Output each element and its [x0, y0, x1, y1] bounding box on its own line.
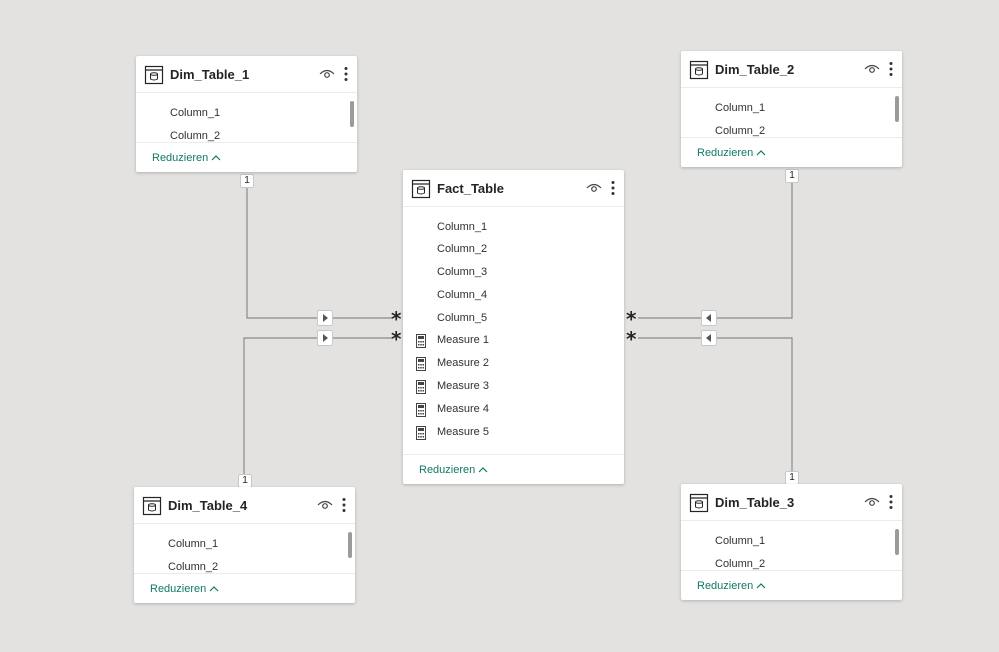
column-item[interactable]: Column_5 [437, 312, 488, 324]
table-card-dim4[interactable]: Dim_Table_4 Column_1 Column_2 Reduzieren [134, 487, 355, 603]
more-options-icon[interactable] [888, 494, 894, 510]
table-icon [144, 65, 164, 85]
column-item[interactable]: Column_1 [715, 535, 766, 547]
scrollbar[interactable] [895, 529, 899, 555]
triangle-left-icon [706, 334, 711, 342]
chevron-up-icon [478, 467, 488, 473]
chevron-up-icon [756, 583, 766, 589]
calculator-icon [416, 334, 426, 348]
calculator-icon [416, 403, 426, 417]
measure-item[interactable]: Measure 4 [437, 403, 489, 415]
more-options-icon[interactable] [610, 180, 616, 196]
collapse-label: Reduzieren [152, 152, 209, 164]
column-item[interactable]: Column_1 [437, 221, 488, 233]
collapse-label: Reduzieren [419, 464, 476, 476]
calculator-icon [416, 426, 426, 440]
table-title: Dim_Table_2 [715, 62, 795, 77]
relationship-line-dim3 [638, 337, 793, 471]
collapse-link[interactable]: Reduzieren [697, 580, 766, 592]
chevron-up-icon [211, 155, 221, 161]
collapse-link[interactable]: Reduzieren [697, 147, 766, 159]
chevron-up-icon [756, 150, 766, 156]
measure-item[interactable]: Measure 5 [437, 426, 489, 438]
eye-icon[interactable] [864, 63, 880, 75]
column-item[interactable]: Column_1 [168, 538, 219, 550]
more-options-icon[interactable] [341, 497, 347, 513]
triangle-right-icon [323, 314, 328, 322]
relationship-line-dim1 [246, 186, 392, 319]
divider [681, 570, 902, 571]
direction-arrow-dim4[interactable] [317, 330, 333, 346]
column-item[interactable]: Column_2 [437, 243, 488, 255]
column-item[interactable]: Column_4 [437, 289, 488, 301]
table-icon [689, 493, 709, 513]
table-card-dim1[interactable]: Dim_Table_1 Column_1 Column_2 Reduzieren [136, 56, 357, 172]
column-item[interactable]: Column_3 [437, 266, 488, 278]
column-item[interactable]: Column_2 [715, 125, 766, 137]
table-card-header[interactable]: Fact_Table [403, 170, 624, 207]
measure-item[interactable]: Measure 3 [437, 380, 489, 392]
divider [134, 573, 355, 574]
measure-item[interactable]: Measure 2 [437, 357, 489, 369]
table-icon [689, 60, 709, 80]
cardinality-one-dim4: 1 [238, 474, 252, 488]
eye-icon[interactable] [317, 499, 333, 511]
cardinality-many-dim1: * [391, 307, 402, 331]
cardinality-one-dim2: 1 [785, 169, 799, 183]
relationship-line-dim4 [243, 337, 392, 481]
table-card-header[interactable]: Dim_Table_1 [136, 56, 357, 93]
table-icon [411, 179, 431, 199]
calculator-icon [416, 380, 426, 394]
column-item[interactable]: Column_2 [168, 561, 219, 573]
table-card-header[interactable]: Dim_Table_4 [134, 487, 355, 524]
triangle-right-icon [323, 334, 328, 342]
more-options-icon[interactable] [343, 66, 349, 82]
eye-icon[interactable] [319, 68, 335, 80]
divider [681, 137, 902, 138]
column-item[interactable]: Column_2 [715, 558, 766, 570]
collapse-label: Reduzieren [697, 147, 754, 159]
column-item[interactable]: Column_1 [170, 107, 221, 119]
collapse-link[interactable]: Reduzieren [150, 583, 219, 595]
table-card-dim3[interactable]: Dim_Table_3 Column_1 Column_2 Reduzieren [681, 484, 902, 600]
cardinality-many-dim3: * [626, 327, 637, 351]
table-card-fact[interactable]: Fact_Table Column_1 Column_2 Column_3 Co… [403, 170, 624, 484]
direction-arrow-dim1[interactable] [317, 310, 333, 326]
table-title: Fact_Table [437, 181, 504, 196]
eye-icon[interactable] [586, 182, 602, 194]
cardinality-many-dim4: * [391, 327, 402, 351]
cardinality-one-dim3: 1 [785, 471, 799, 485]
scrollbar[interactable] [350, 101, 354, 127]
table-icon [142, 496, 162, 516]
column-item[interactable]: Column_2 [170, 130, 221, 142]
direction-arrow-dim3[interactable] [701, 330, 717, 346]
divider [136, 142, 357, 143]
collapse-label: Reduzieren [150, 583, 207, 595]
divider [403, 454, 624, 455]
more-options-icon[interactable] [888, 61, 894, 77]
direction-arrow-dim2[interactable] [701, 310, 717, 326]
eye-icon[interactable] [864, 496, 880, 508]
cardinality-one-dim1: 1 [240, 174, 254, 188]
scrollbar[interactable] [348, 532, 352, 558]
measure-item[interactable]: Measure 1 [437, 334, 489, 346]
table-card-dim2[interactable]: Dim_Table_2 Column_1 Column_2 Reduzieren [681, 51, 902, 167]
table-title: Dim_Table_3 [715, 495, 795, 510]
chevron-up-icon [209, 586, 219, 592]
calculator-icon [416, 357, 426, 371]
table-card-header[interactable]: Dim_Table_3 [681, 484, 902, 521]
triangle-left-icon [706, 314, 711, 322]
collapse-link[interactable]: Reduzieren [152, 152, 221, 164]
table-title: Dim_Table_4 [168, 498, 248, 513]
scrollbar[interactable] [895, 96, 899, 122]
relationship-line-dim2 [638, 181, 793, 319]
column-item[interactable]: Column_1 [715, 102, 766, 114]
table-card-header[interactable]: Dim_Table_2 [681, 51, 902, 88]
collapse-link[interactable]: Reduzieren [419, 464, 488, 476]
collapse-label: Reduzieren [697, 580, 754, 592]
cardinality-many-dim2: * [626, 307, 637, 331]
table-title: Dim_Table_1 [170, 67, 250, 82]
